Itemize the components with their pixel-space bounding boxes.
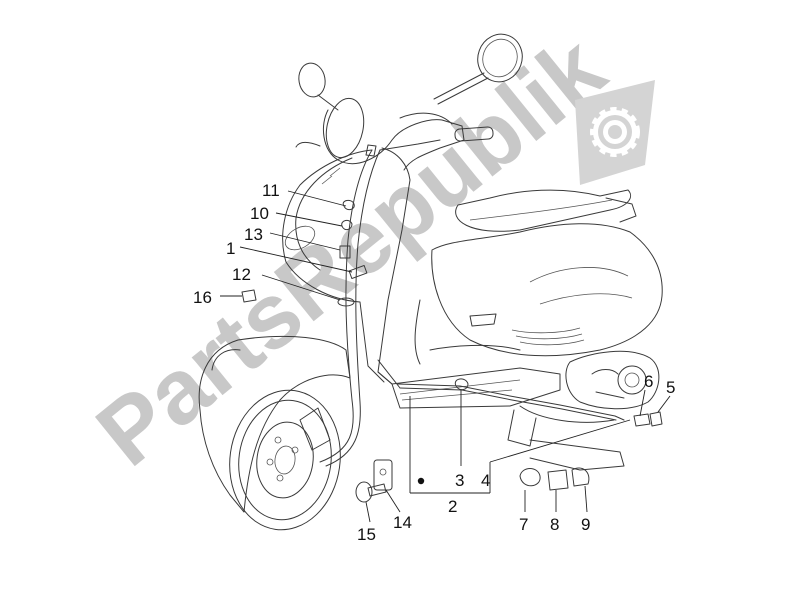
gear-icon [575,80,655,185]
cable-clamp-9 [571,467,590,487]
grommet-12 [337,297,355,307]
callout-label-5: 5 [666,378,675,397]
floorboard [391,367,561,409]
front-wheel [229,389,341,531]
cable-clip-3 [454,378,469,391]
centre-stand [507,409,537,447]
bracket-1 [348,265,368,279]
callout-label-11: 11 [262,181,280,200]
cable-clamp-7 [519,468,541,487]
engine-unit [565,350,660,410]
connector-6 [633,413,651,427]
small-cover [469,313,497,327]
seat [455,189,632,232]
callout-label-14: 14 [393,513,412,532]
callout-label-10: 10 [250,204,269,223]
cable-clip-10 [341,219,353,231]
callout-label-8: 8 [550,515,559,534]
screw-15 [355,481,373,503]
watermark: PartsRepublik [78,16,655,486]
callout-labels: 1 2 3 4 5 6 7 8 9 10 11 12 13 14 15 16 [193,181,675,544]
leader-lines [220,190,671,523]
callout-label-4: 4 [481,471,490,490]
cable-clip-13 [339,245,351,259]
small-parts [241,199,663,503]
scooter-outline [198,33,663,531]
callout-label-6: 6 [644,372,653,391]
brake-disc [256,421,314,499]
rear-body [431,223,663,357]
cable-harness [319,139,625,467]
bracket-14 [373,459,393,491]
front-fender [198,335,351,513]
cable-clip-11 [342,199,355,211]
callout-label-13: 13 [244,225,263,244]
cable-clamp-8 [547,469,569,491]
callout-label-16: 16 [193,288,212,307]
left-mirror [298,62,326,98]
connector-5 [649,411,663,427]
leg-shield [282,149,385,383]
callout-label-3: 3 [455,471,464,490]
callout-label-9: 9 [581,515,590,534]
headset [322,109,465,171]
callout-label-7: 7 [519,515,528,534]
callout-label-15: 15 [357,525,376,544]
clip-16 [241,289,257,303]
callout-label-12: 12 [232,265,251,284]
callout-label-2: 2 [448,497,457,516]
right-mirror [477,33,523,83]
terminal-dot [417,477,425,485]
watermark-text: PartsRepublik [78,16,624,485]
callout-label-1: 1 [226,239,235,258]
